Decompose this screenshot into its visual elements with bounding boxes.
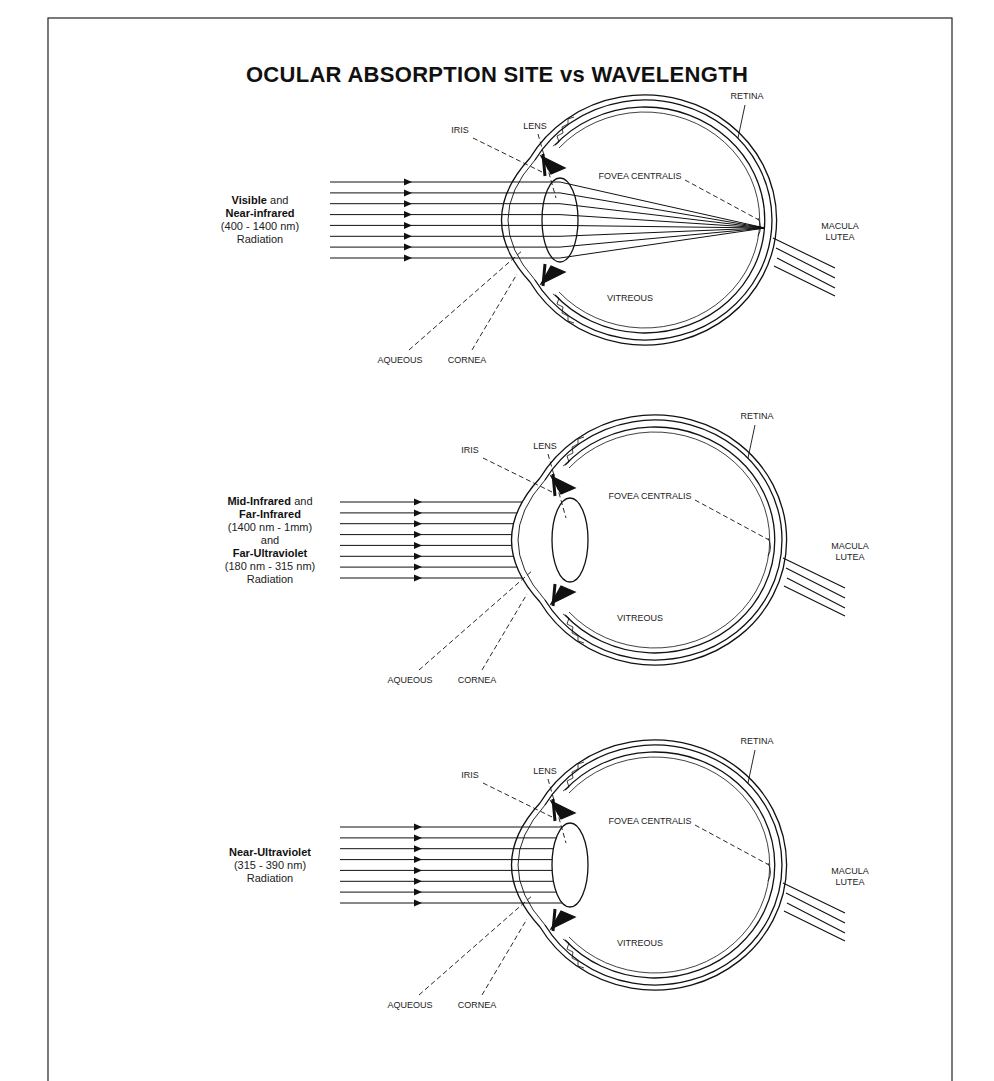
part-label: FOVEA CENTRALIS	[608, 816, 691, 827]
part-label: LENS	[523, 121, 547, 132]
radiation-label: Radiation	[237, 233, 283, 246]
part-label: MACULA LUTEA	[816, 221, 864, 243]
radiation-label: (400 - 1400 nm)	[221, 220, 299, 233]
part-label: LENS	[533, 766, 557, 777]
radiation-label: and	[294, 495, 312, 508]
radiation-label: (180 nm - 315 nm)	[225, 560, 315, 573]
radiation-label: (315 - 390 nm)	[234, 859, 306, 872]
radiation-caption: Near-Ultraviolet(315 - 390 nm)Radiation	[229, 846, 311, 885]
caption-line: Radiation	[225, 573, 315, 586]
part-label: IRIS	[451, 125, 469, 136]
part-label: RETINA	[740, 736, 773, 747]
caption-line: Mid-Infraredand	[225, 495, 315, 508]
part-label: RETINA	[730, 91, 763, 102]
part-label: MACULA LUTEA	[826, 541, 874, 563]
part-label: AQUEOUS	[387, 1000, 432, 1011]
caption-line: Near-infrared	[221, 207, 299, 220]
part-label: IRIS	[461, 445, 479, 456]
part-label: AQUEOUS	[377, 355, 422, 366]
radiation-caption: VisibleandNear-infrared(400 - 1400 nm)Ra…	[221, 194, 299, 246]
light-rays	[340, 499, 522, 582]
radiation-label: Far-Ultraviolet	[233, 547, 308, 560]
radiation-label: Near-Ultraviolet	[229, 846, 311, 859]
caption-line: Far-Infrared	[225, 508, 315, 521]
light-rays	[330, 179, 765, 262]
eye-drawing	[419, 740, 845, 995]
part-label: RETINA	[740, 411, 773, 422]
light-rays	[340, 824, 562, 907]
radiation-label: and	[270, 194, 288, 207]
caption-line: Visibleand	[221, 194, 299, 207]
part-label: CORNEA	[458, 1000, 497, 1011]
frame	[48, 18, 952, 1081]
caption-line: (1400 nm - 1mm)	[225, 521, 315, 534]
eye-drawing	[419, 415, 845, 670]
radiation-label: Radiation	[247, 872, 293, 885]
part-label: CORNEA	[458, 675, 497, 686]
radiation-label: Far-Infrared	[239, 508, 301, 521]
caption-line: Near-Ultraviolet	[229, 846, 311, 859]
caption-line: (315 - 390 nm)	[229, 859, 311, 872]
part-label: MACULA LUTEA	[826, 866, 874, 888]
radiation-label: and	[261, 534, 279, 547]
part-label: FOVEA CENTRALIS	[598, 171, 681, 182]
radiation-label: Visible	[232, 194, 267, 207]
part-label: IRIS	[461, 770, 479, 781]
part-label: LENS	[533, 441, 557, 452]
caption-line: Radiation	[229, 872, 311, 885]
caption-line: (400 - 1400 nm)	[221, 220, 299, 233]
part-label: AQUEOUS	[387, 675, 432, 686]
part-label: VITREOUS	[617, 938, 663, 949]
eye-drawing	[409, 95, 835, 350]
radiation-label: Radiation	[247, 573, 293, 586]
part-label: FOVEA CENTRALIS	[608, 491, 691, 502]
radiation-label: (1400 nm - 1mm)	[228, 521, 312, 534]
radiation-label: Mid-Infrared	[227, 495, 291, 508]
radiation-caption: Mid-InfraredandFar-Infrared(1400 nm - 1m…	[225, 495, 315, 586]
part-label: CORNEA	[448, 355, 487, 366]
caption-line: Radiation	[221, 233, 299, 246]
caption-line: and	[225, 534, 315, 547]
caption-line: Far-Ultraviolet	[225, 547, 315, 560]
part-label: VITREOUS	[617, 613, 663, 624]
part-label: VITREOUS	[607, 293, 653, 304]
radiation-label: Near-infrared	[225, 207, 294, 220]
diagram-title: OCULAR ABSORPTION SITE vs WAVELENGTH	[0, 62, 994, 88]
caption-line: (180 nm - 315 nm)	[225, 560, 315, 573]
